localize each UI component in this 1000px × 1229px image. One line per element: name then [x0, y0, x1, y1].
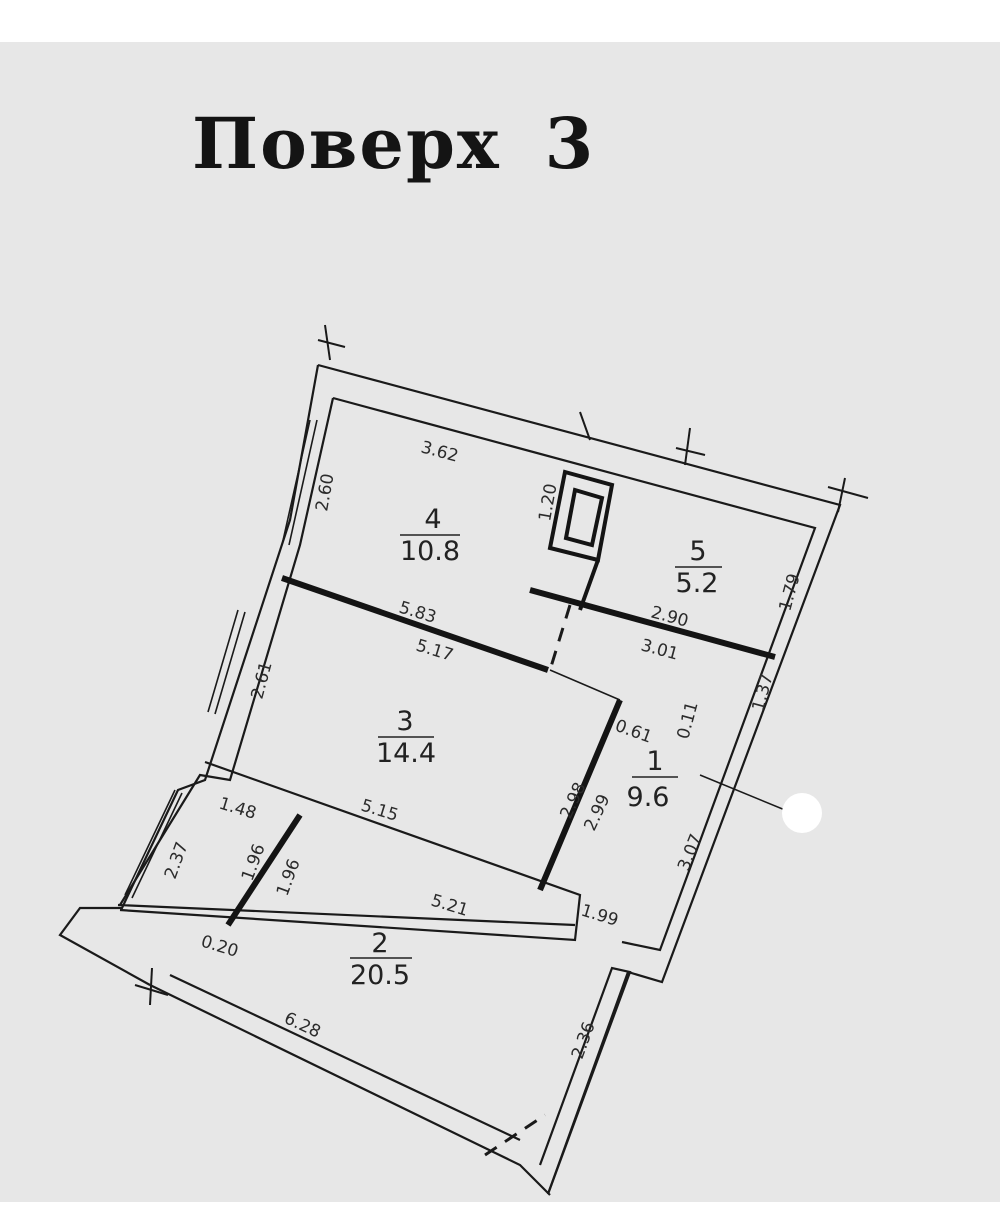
wall-room4-room3	[281, 575, 549, 673]
dim-1-48: 1.48	[217, 794, 259, 824]
dimension-labels: 3.62 2.60 1.20 5.83 5.17 2.90 3.01 1.79 …	[161, 438, 805, 1062]
door-openings	[484, 604, 572, 1157]
tick-bottom-left	[149, 967, 153, 1006]
floor-title-number: 3	[544, 102, 596, 185]
room-4-number: 4	[424, 504, 441, 535]
dim-1-96-b: 1.96	[273, 856, 305, 898]
dim-5-15: 5.15	[359, 796, 401, 826]
window-room3	[207, 609, 239, 713]
paper-sheet	[0, 42, 1000, 1202]
room2-top-wall	[117, 903, 576, 927]
dim-3-01: 3.01	[639, 636, 681, 665]
wall-room2-partition	[225, 813, 303, 927]
windows	[124, 419, 318, 899]
entrance-line	[699, 774, 786, 811]
floor-title-word: Поверх	[192, 102, 501, 185]
room-5-area: 5.2	[676, 568, 719, 599]
left-inner-wall	[119, 397, 335, 906]
dim-1-99: 1.99	[579, 901, 621, 931]
room-2-area: 20.5	[350, 960, 410, 991]
marker-dot	[782, 793, 822, 833]
tick-top-mid2-cross	[675, 447, 706, 456]
door-dash-room4	[548, 604, 572, 671]
dim-1-79: 1.79	[776, 572, 805, 614]
right-lower-wall	[538, 966, 632, 1195]
floor-title: Поверх 3	[192, 102, 595, 185]
room-3-area: 14.4	[376, 738, 436, 769]
dim-1-37: 1.37	[749, 672, 778, 714]
inner-wall-line	[332, 396, 817, 952]
dim-1-96-a: 1.96	[238, 841, 270, 883]
outer-wall-line	[317, 363, 842, 1195]
dim-2-61: 2.61	[248, 660, 277, 702]
interior-walls	[225, 575, 776, 927]
wall-room3-room1	[537, 698, 623, 892]
tick-top-right-cross	[827, 486, 869, 499]
window-room3-inner	[214, 611, 246, 715]
window-room4-inner	[288, 419, 318, 546]
vent-shaft-wall	[578, 559, 600, 611]
dim-0-20: 0.20	[199, 932, 241, 962]
room-3-number: 3	[396, 706, 413, 737]
tick-bottom-left-cross	[134, 984, 169, 996]
dim-3-62: 3.62	[419, 438, 461, 467]
room-1-area: 9.6	[627, 782, 670, 813]
tick-top-mid	[579, 411, 591, 441]
room-5-number: 5	[689, 536, 706, 567]
vent-shaft-inner	[563, 487, 605, 548]
bottom-inner-wall	[169, 974, 521, 1141]
room-1-number: 1	[646, 746, 663, 777]
room3-bottom-wall	[119, 760, 582, 942]
dim-2-60: 2.60	[312, 472, 338, 513]
outer-walls	[58, 363, 842, 1196]
tick-top-right	[837, 477, 846, 513]
dim-2-36: 2.36	[568, 1019, 600, 1061]
room-2-number: 2	[371, 928, 388, 959]
tick-top-mid2	[684, 427, 691, 466]
left-outer-wall	[58, 364, 320, 986]
door-threshold	[549, 669, 621, 701]
dim-5-21: 5.21	[429, 891, 471, 921]
window-room4	[281, 419, 311, 546]
bottom-outer-wall	[149, 984, 551, 1196]
room-4-area: 10.8	[400, 536, 460, 567]
break-ticks	[134, 324, 869, 1006]
tick-top-left-cross	[317, 339, 346, 348]
dim-2-37: 2.37	[161, 839, 193, 881]
dim-0-11: 0.11	[674, 700, 703, 742]
vent-shaft	[547, 469, 615, 611]
window-room2-inner	[131, 792, 183, 899]
room-labels: 4 10.8 5 5.2 3 14.4 1 9.6 2 20.5	[350, 504, 722, 991]
window-room2	[124, 789, 176, 896]
dim-3-07: 3.07	[674, 831, 707, 874]
dim-5-17: 5.17	[414, 636, 456, 666]
door-dash-room2	[484, 1113, 546, 1157]
wall-room5-bottom-left	[529, 587, 776, 660]
dim-0-61: 0.61	[612, 716, 654, 748]
